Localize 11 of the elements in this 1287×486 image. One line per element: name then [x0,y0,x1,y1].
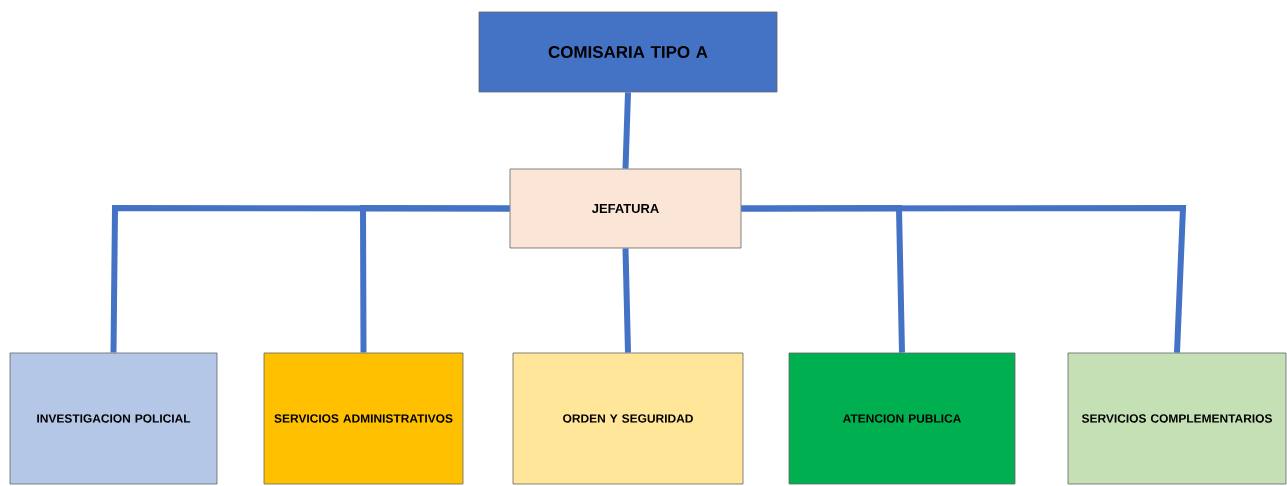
connector-line [741,205,1187,353]
connector-line [622,92,631,169]
head-box: JEFATURA [509,168,742,249]
unit-box: ORDEN Y SEGURIDAD [512,352,744,485]
title-box: COMISARIA TIPO A [478,11,778,93]
unit-box: INVESTIGACION POLICIAL [9,352,218,485]
unit-box: SERVICIOS ADMINISTRATIVOS [263,352,464,485]
unit-box: SERVICIOS COMPLEMENTARIOS [1067,352,1287,485]
connector-line [360,204,510,353]
connector-line [622,248,631,353]
unit-box: ATENCION PUBLICA [788,352,1016,485]
